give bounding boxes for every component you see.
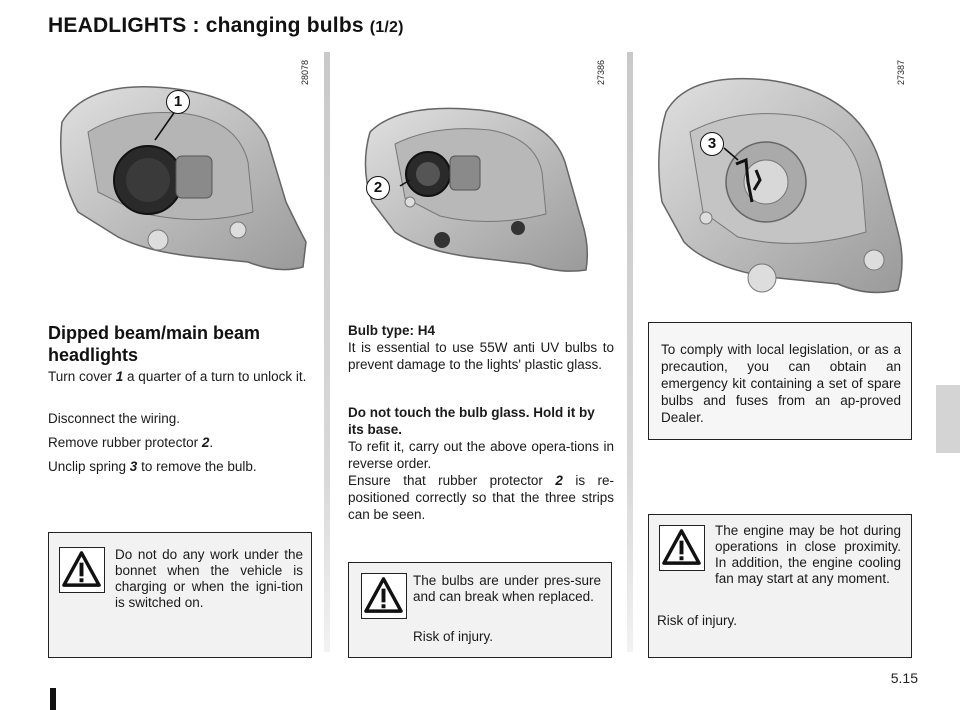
callout-1: 1 (166, 90, 190, 114)
warning-pressure-risk: Risk of injury. (413, 629, 494, 644)
warning-box-engine: The engine may be hot during operations … (648, 514, 912, 658)
warning-box-pressure: The bulbs are under pres-sure and can br… (348, 562, 612, 658)
figure-headlight-cover: 1 (48, 52, 316, 312)
warning-pressure-text: The bulbs are under pres-sure and can br… (413, 573, 601, 604)
callout-2: 2 (366, 176, 390, 200)
column-divider-left (324, 52, 330, 652)
legislation-box: To comply with local legislation, or as … (648, 322, 912, 440)
callout-3: 3 (700, 132, 724, 156)
column-divider-right (627, 52, 633, 652)
ensure-instruction: Ensure that rubber protector 2 is re-pos… (348, 473, 615, 522)
headlight-cover-illustration (59, 85, 307, 271)
section-tab-marker (936, 385, 960, 453)
bulb-glass-warning: Do not touch the bulb glass. Hold it by … (348, 405, 595, 437)
bulb-type: Bulb type: H4 (348, 323, 436, 338)
legislation-text: To comply with local legislation, or as … (661, 342, 901, 425)
figure-code-2: 27386 (596, 60, 606, 86)
step-turn-cover: Turn cover 1 a quarter of a turn to unlo… (48, 369, 307, 384)
page-number: 5.15 (890, 670, 918, 686)
warning-triangle-icon (361, 573, 407, 619)
figure-code-3: 27387 (896, 60, 906, 86)
step-disconnect-wiring: Disconnect the wiring. (48, 411, 181, 426)
warning-box-bonnet: Do not do any work under the bonnet when… (48, 532, 312, 658)
figure-rubber-protector: 2 (350, 52, 612, 312)
step-unclip-spring: Unclip spring 3 to remove the bulb. (48, 459, 257, 474)
warning-triangle-icon (59, 547, 105, 593)
rubber-protector-illustration (364, 107, 589, 272)
bulb-note: It is essential to use 55W anti UV bulbs… (348, 340, 614, 372)
page-title: HEADLIGHTS : changing bulbs (1/2) (48, 14, 404, 38)
warning-triangle-icon (659, 525, 705, 571)
warning-engine-text: The engine may be hot during operations … (715, 523, 901, 586)
refit-instruction: To refit it, carry out the above opera-t… (348, 439, 614, 471)
bulb-spring-illustration (658, 77, 903, 294)
step-remove-protector: Remove rubber protector 2. (48, 435, 214, 450)
page-subtitle: (1/2) (369, 19, 404, 36)
figure-bulb-spring: 3 (648, 52, 912, 312)
section-heading: Dipped beam/main beam headlights (48, 323, 261, 365)
warning-engine-risk: Risk of injury. (657, 613, 738, 628)
figure-code-1: 28078 (300, 60, 310, 86)
warning-bonnet-text: Do not do any work under the bonnet when… (115, 547, 303, 610)
page-title-text: HEADLIGHTS : changing bulbs (48, 14, 364, 37)
corner-mark (50, 688, 56, 710)
